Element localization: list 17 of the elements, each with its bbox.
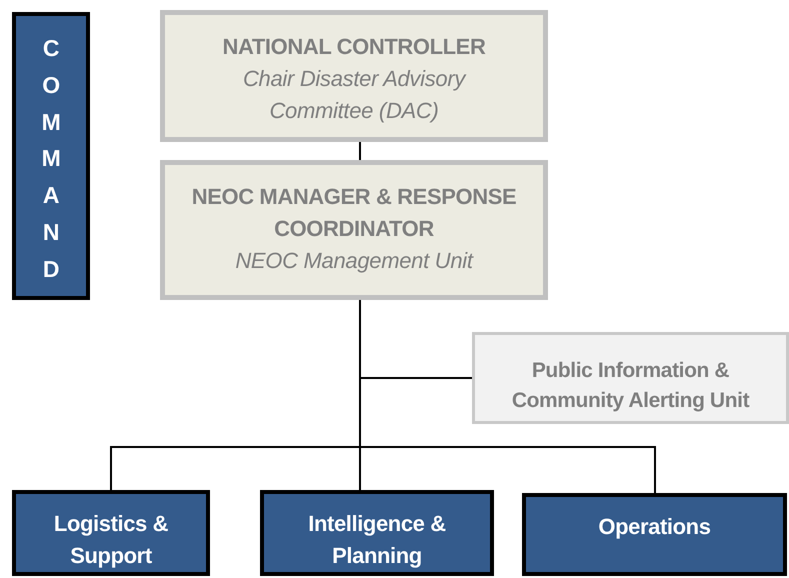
section-box xyxy=(12,490,210,576)
position-box xyxy=(160,160,548,300)
title-text: Intelligence & Planning xyxy=(307,510,447,570)
title-text: Operations xyxy=(598,513,711,541)
position-box xyxy=(160,10,548,142)
command-banner xyxy=(12,12,90,300)
unit-box xyxy=(472,332,789,424)
section-box xyxy=(522,493,787,576)
title-text: Public Information & Community Alerting Unit xyxy=(510,358,750,414)
title-text: NEOC MANAGER & RESPONSE COORDINATOR xyxy=(190,183,518,243)
connector-line xyxy=(359,142,361,160)
title-text: Logistics & Support xyxy=(52,510,170,570)
subtitle-text: Chair Disaster Advisory Committee (DAC) xyxy=(242,64,468,125)
title-text: COMMAND xyxy=(40,34,62,284)
subtitle-text: NEOC Management Unit xyxy=(235,246,473,275)
title-text: NATIONAL CONTROLLER xyxy=(222,33,486,61)
section-box xyxy=(260,490,494,576)
